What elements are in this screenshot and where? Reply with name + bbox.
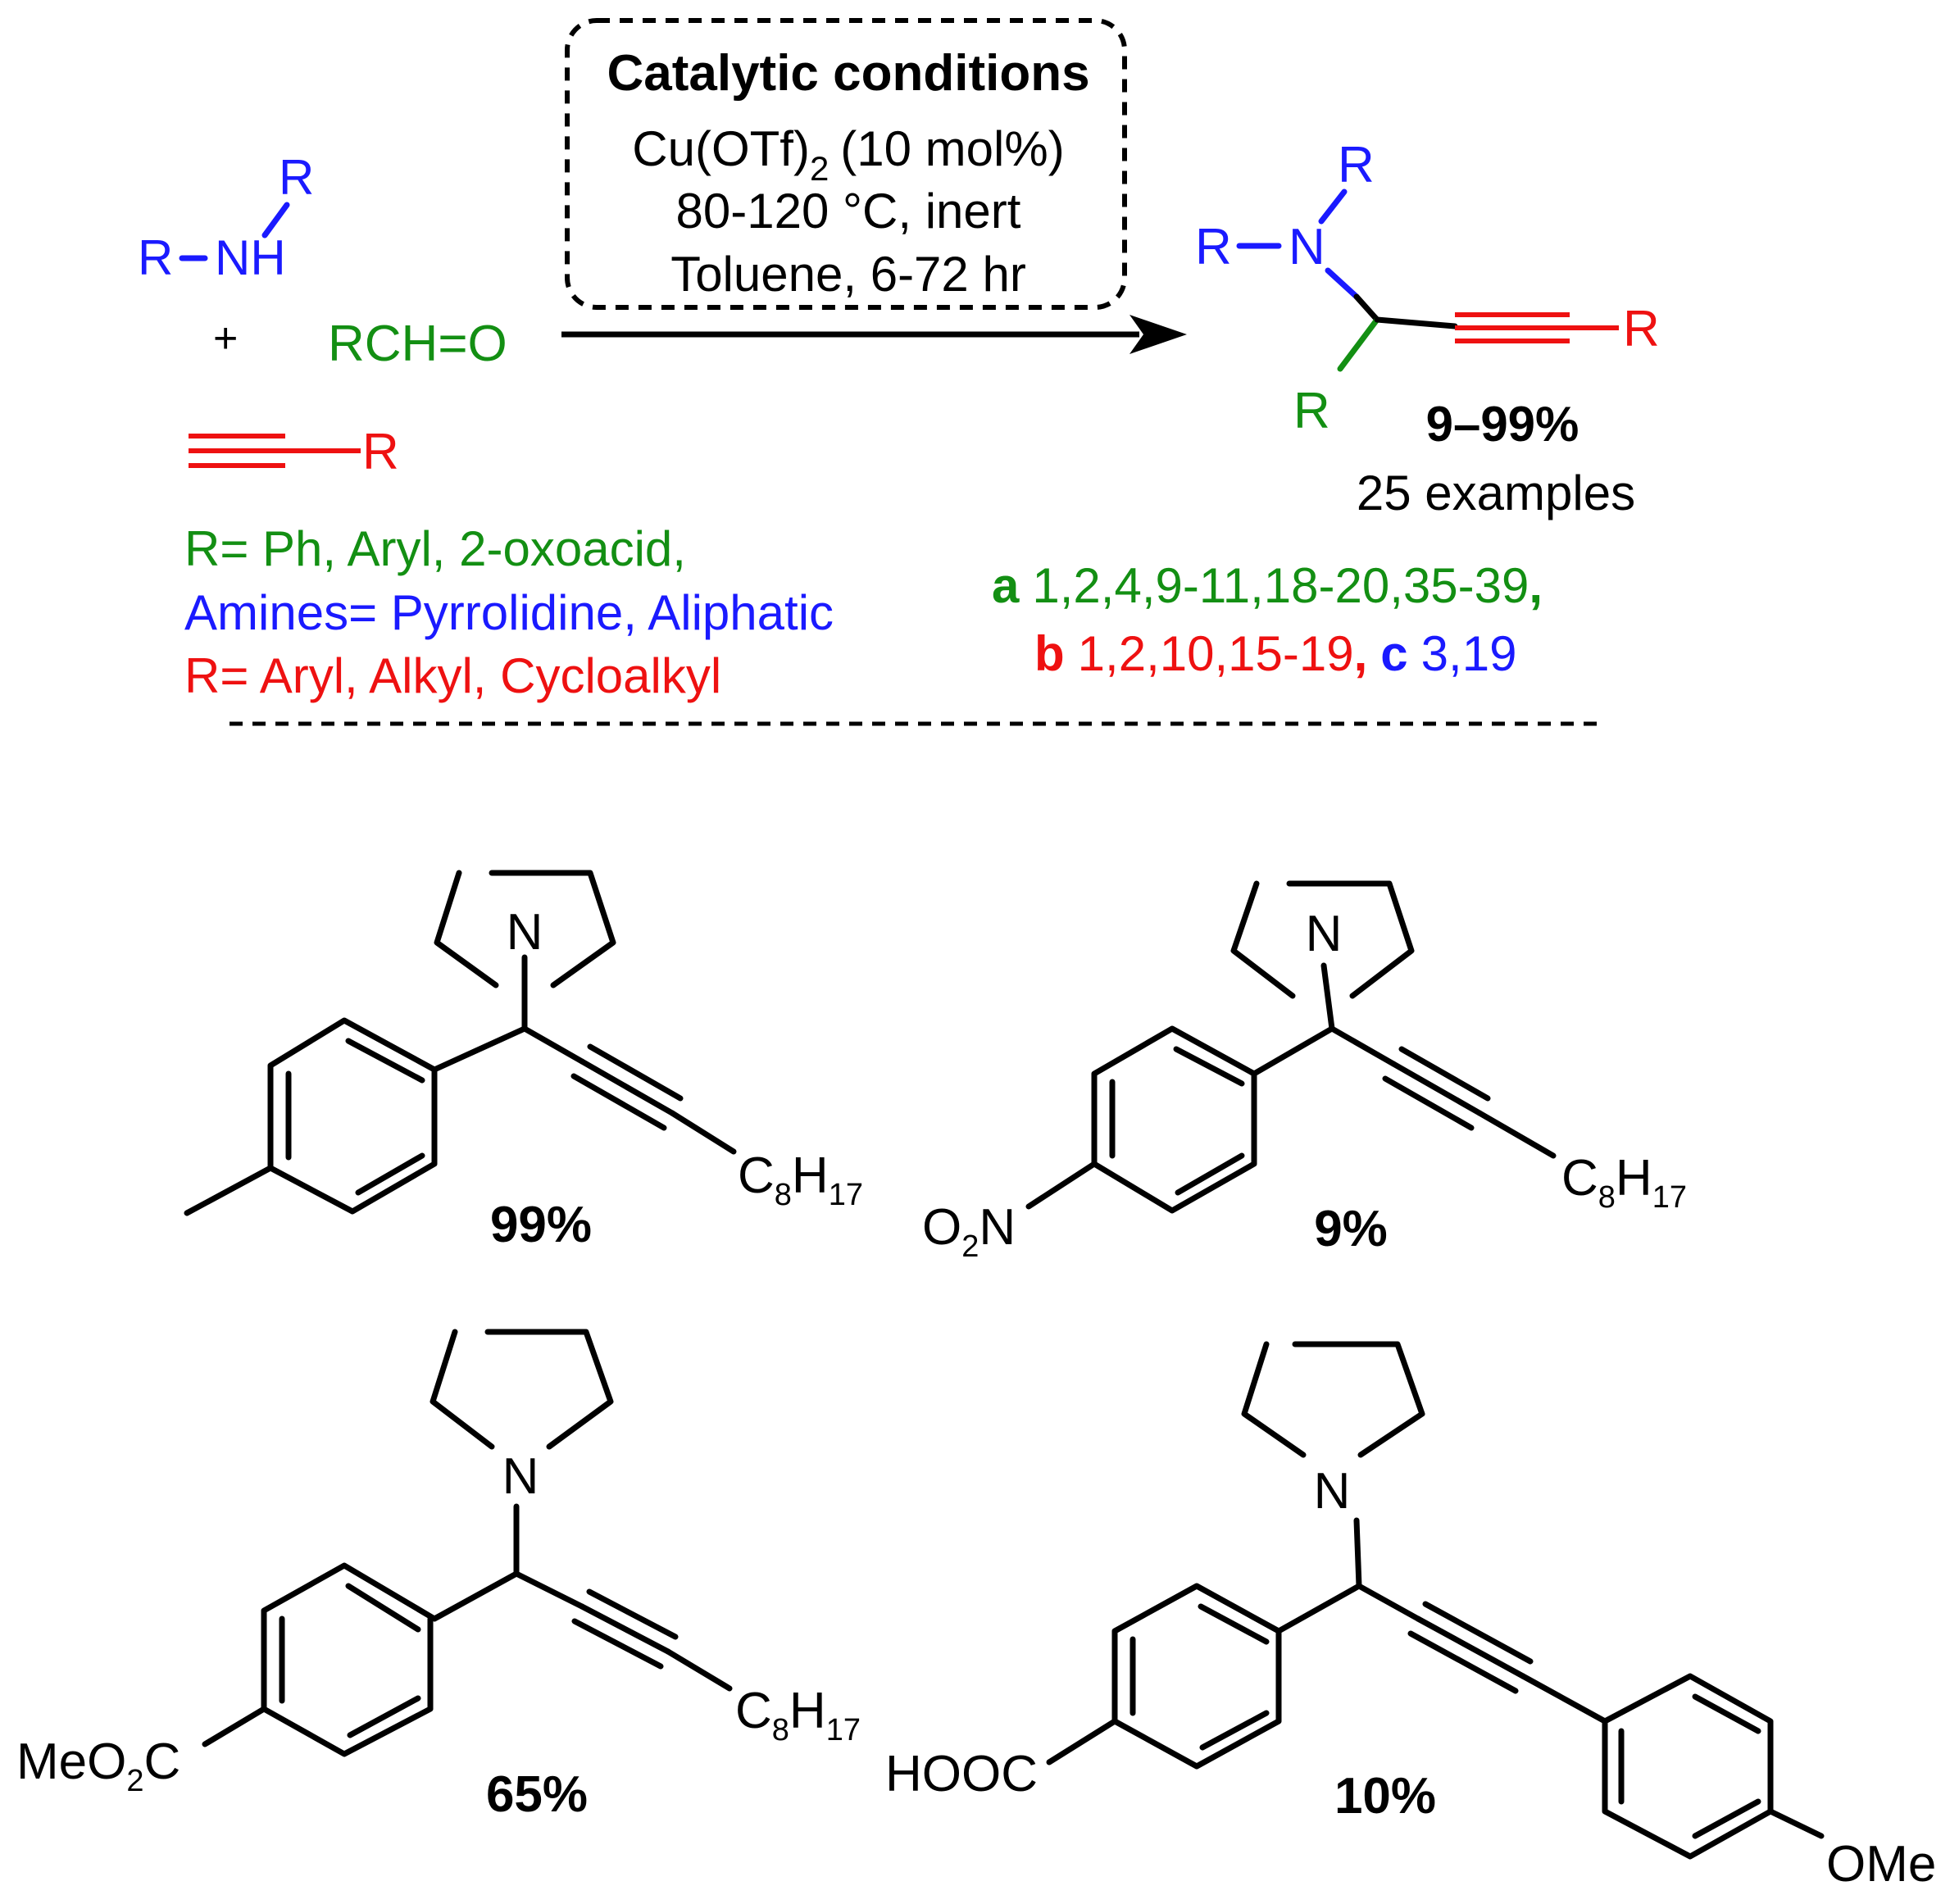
aldehyde-reactant: RCH=O xyxy=(328,316,507,372)
product-r-left: R xyxy=(1195,219,1232,275)
example-3-structure: N MeO2C C8H17 xyxy=(16,1329,861,1798)
example-4-alkyne-group: OMe xyxy=(1826,1836,1936,1893)
example-3-yield: 65% xyxy=(486,1766,588,1823)
conditions-box: Catalytic conditions Cu(OTf)2(10 mol%) 8… xyxy=(565,18,1127,310)
conditions-title: Catalytic conditions xyxy=(607,45,1089,102)
conditions-temperature: 80-120 °C, inert xyxy=(676,184,1021,239)
example-2-nitrogen: N xyxy=(1306,906,1343,962)
example-1-alkyne-group: C8H17 xyxy=(738,1147,863,1212)
product-r-top: R xyxy=(1338,137,1375,193)
alkyne-reactant: R xyxy=(189,424,399,480)
example-4-para-group: HOOC xyxy=(885,1746,1038,1802)
conditions-solvent-time: Toluene, 6-72 hr xyxy=(670,247,1026,302)
example-3-alkyne-group: C8H17 xyxy=(735,1683,861,1747)
alkyne-r: R xyxy=(362,424,399,480)
plus-sign: + xyxy=(213,315,238,362)
example-3-nitrogen: N xyxy=(502,1448,539,1505)
yield-range: 9–99% xyxy=(1426,397,1579,452)
example-4-nitrogen: N xyxy=(1314,1463,1351,1520)
example-2-alkyne-group: C8H17 xyxy=(1561,1150,1687,1215)
product-n: N xyxy=(1289,219,1325,275)
example-4-yield: 10% xyxy=(1334,1768,1436,1824)
scope-alkyne: R= Aryl, Alkyl, Cycloalkyl xyxy=(184,648,721,703)
amine-r-left: R xyxy=(138,230,173,285)
product-r-bottom: R xyxy=(1293,383,1330,439)
amine-r-top: R xyxy=(279,150,314,205)
example-1-nitrogen: N xyxy=(507,904,543,961)
example-2-para-group: O2N xyxy=(922,1199,1016,1264)
example-1-structure: N C8H17 xyxy=(184,870,863,1216)
conditions-catalyst: Cu(OTf)2(10 mol%) xyxy=(632,121,1064,188)
scope-amines: Amines= Pyrrolidine, Aliphatic xyxy=(184,585,834,640)
reaction-arrow xyxy=(561,315,1187,354)
example-4-structure: N HOOC OMe xyxy=(885,1341,1936,1893)
product-r-right: R xyxy=(1623,301,1660,357)
amine-nh: NH xyxy=(215,230,286,285)
amine-reactant: R R NH xyxy=(138,150,314,285)
scope-aldehyde: R= Ph, Aryl, 2-oxoacid, xyxy=(184,521,686,576)
example-2-yield: 9% xyxy=(1314,1201,1388,1257)
generic-product: R R N R R xyxy=(1195,137,1660,439)
examples-count: 25 examples xyxy=(1357,466,1635,520)
example-3-para-group: MeO2C xyxy=(16,1734,180,1798)
example-1-yield: 99% xyxy=(490,1197,592,1253)
example-2-structure: N O2N C8H17 xyxy=(922,880,1687,1264)
